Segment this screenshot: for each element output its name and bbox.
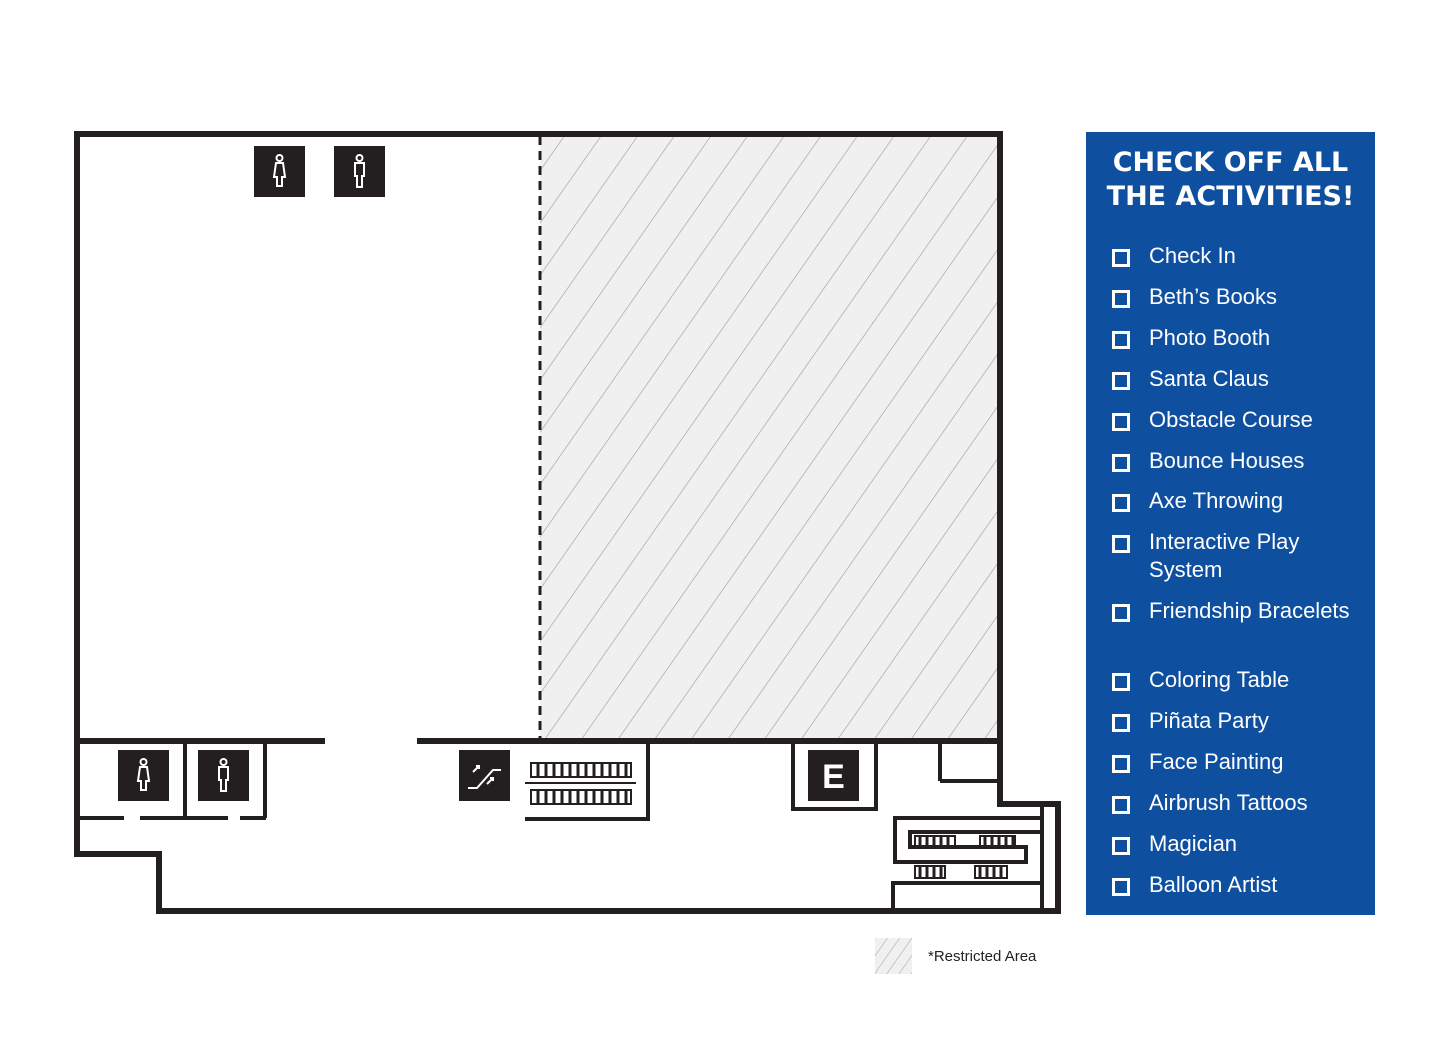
checkbox[interactable] bbox=[1112, 714, 1130, 733]
elevator-icon: E bbox=[808, 750, 859, 801]
elevator-label: E bbox=[822, 758, 845, 796]
checkbox[interactable] bbox=[1112, 453, 1130, 472]
activity-label: Santa Claus bbox=[1149, 365, 1269, 391]
activity-label: Piñata Party bbox=[1149, 708, 1269, 734]
checkbox[interactable] bbox=[1112, 796, 1130, 814]
restricted-area bbox=[540, 136, 998, 741]
activity-label: Airbrush Tattoos bbox=[1149, 790, 1308, 815]
building-outline bbox=[74, 131, 1061, 914]
panel-title: CHECK OFF ALL THE ACTIVITIES! bbox=[1086, 146, 1375, 214]
restroom-men-icon bbox=[198, 750, 249, 801]
checkbox[interactable] bbox=[1112, 371, 1130, 390]
checkbox[interactable] bbox=[1112, 249, 1130, 267]
map-legend: *Restricted Area bbox=[875, 938, 1075, 974]
activity-label: Interactive Play System bbox=[1149, 529, 1300, 583]
activity-label: Photo Booth bbox=[1149, 324, 1271, 350]
escalator-stairs bbox=[525, 743, 650, 821]
activity-label: Obstacle Course bbox=[1149, 406, 1313, 432]
activity-label: Friendship Bracelets bbox=[1149, 598, 1350, 624]
activity-label: Beth’s Books bbox=[1149, 283, 1278, 309]
checkbox[interactable] bbox=[1112, 535, 1130, 554]
checkbox[interactable] bbox=[1112, 412, 1130, 431]
activity-label: Axe Throwing bbox=[1149, 488, 1284, 514]
restroom-men-icon bbox=[334, 146, 385, 197]
restricted-area-swatch bbox=[875, 938, 912, 974]
activity-label: Balloon Artist bbox=[1149, 871, 1278, 897]
activity-label: Coloring Table bbox=[1149, 667, 1290, 693]
activity-checklist-panel: CHECK OFF ALL THE ACTIVITIES! Check In Be… bbox=[1086, 132, 1375, 915]
elevator-enclosure bbox=[791, 743, 878, 811]
restroom-women-icon bbox=[118, 750, 169, 801]
checkbox[interactable] bbox=[1112, 877, 1130, 896]
stairwell bbox=[891, 743, 1044, 910]
checkbox[interactable] bbox=[1112, 836, 1130, 855]
checkbox[interactable] bbox=[1112, 673, 1130, 692]
checkbox[interactable] bbox=[1112, 330, 1130, 349]
escalator-icon bbox=[459, 750, 510, 801]
lower-restrooms bbox=[79, 743, 267, 820]
legend-label: *Restricted Area bbox=[928, 948, 1037, 965]
activity-label: Bounce Houses bbox=[1149, 447, 1305, 473]
activity-label: Magician bbox=[1149, 830, 1238, 856]
checkbox[interactable] bbox=[1112, 755, 1130, 774]
checkbox[interactable] bbox=[1112, 604, 1130, 623]
activity-label: Check In bbox=[1149, 243, 1236, 268]
checkbox[interactable] bbox=[1112, 289, 1130, 308]
panel-title-line-2: THE ACTIVITIES! bbox=[1106, 181, 1355, 212]
panel-title-line-1: CHECK OFF ALL bbox=[1112, 147, 1349, 178]
checkbox[interactable] bbox=[1112, 494, 1130, 513]
restroom-women-icon bbox=[254, 146, 305, 197]
activity-label: Face Painting bbox=[1149, 749, 1284, 775]
